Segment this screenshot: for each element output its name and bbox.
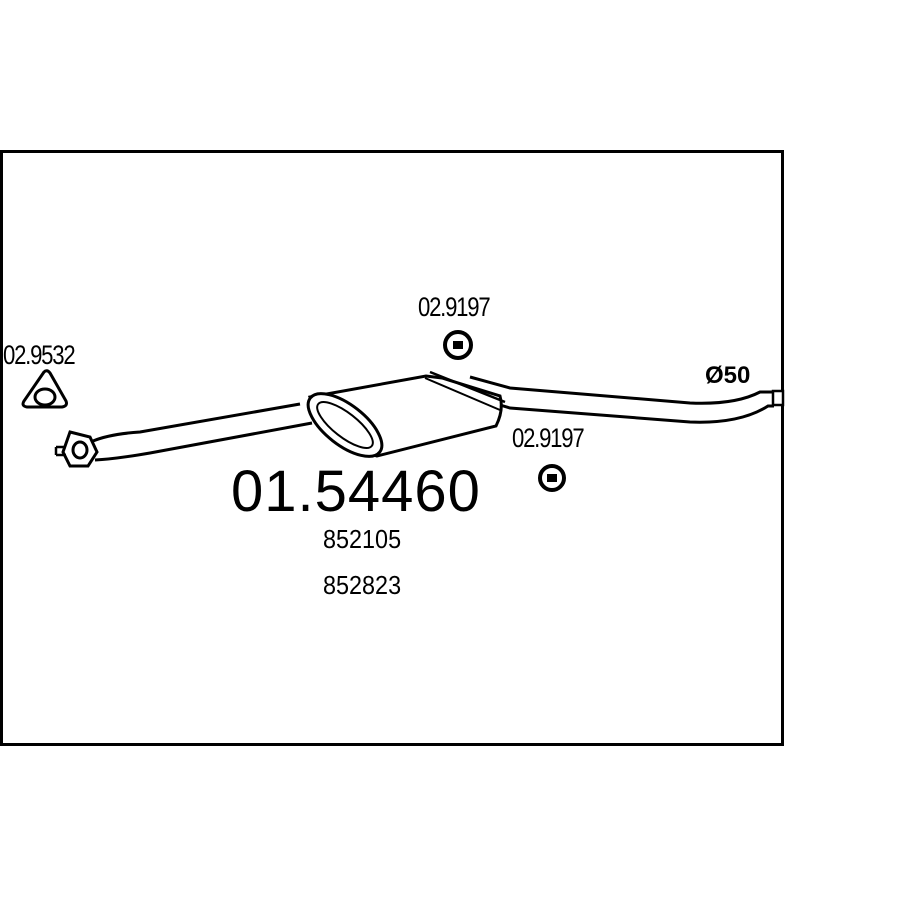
hanger-part-number-lower: 02.9197 xyxy=(512,423,585,453)
main-part-number: 01.54460 xyxy=(231,459,481,524)
triangular-gasket-icon xyxy=(21,369,68,409)
outlet-diameter-label: Ø50 xyxy=(705,362,751,389)
rubber-hanger-icon xyxy=(443,330,473,360)
inlet-flange xyxy=(54,430,99,468)
diagram-frame xyxy=(0,150,784,746)
tail-pipe xyxy=(469,375,785,424)
reference-number: 852823 xyxy=(323,570,402,600)
gasket-part-number: 02.9532 xyxy=(3,340,76,370)
hanger-part-number-upper: 02.9197 xyxy=(418,292,491,322)
middle-silencer xyxy=(306,370,506,458)
front-pipe xyxy=(92,402,313,462)
reference-number: 852105 xyxy=(323,524,402,554)
rubber-hanger-icon xyxy=(538,464,566,492)
